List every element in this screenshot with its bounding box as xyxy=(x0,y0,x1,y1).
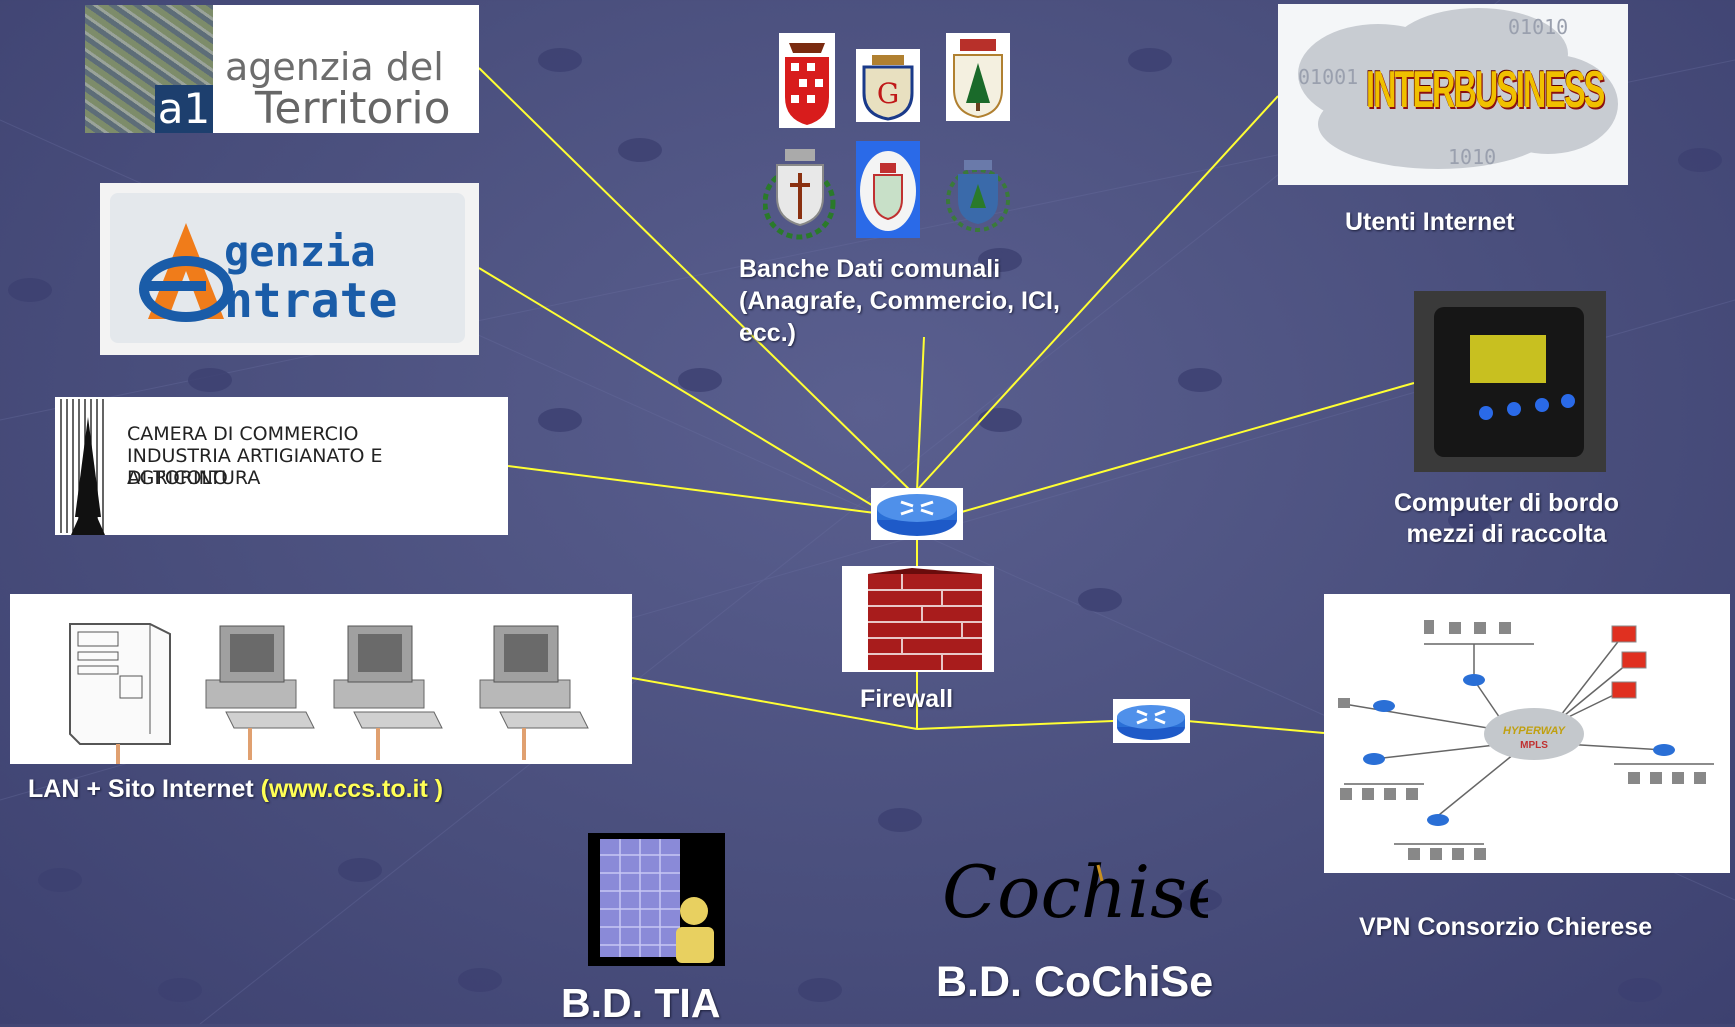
coat-of-arms-icon xyxy=(779,33,835,128)
link-entrate xyxy=(478,267,881,511)
banche-dati-label: Banche Dati comunali (Anagrafe, Commerci… xyxy=(739,253,1060,349)
link-bordo xyxy=(957,382,1415,514)
vpn-label: VPN Consorzio Chierese xyxy=(1359,913,1653,941)
desktop-pc-icon xyxy=(479,625,589,760)
entrate-line1: genzia xyxy=(224,227,376,276)
territorio-line1: agenzia del xyxy=(225,45,444,89)
computer-bordo-label: Computer di bordo mezzi di raccolta xyxy=(1394,488,1619,550)
firewall-label: Firewall xyxy=(860,685,954,713)
desktop-pc-icon xyxy=(205,625,315,760)
territorio-line2: Territorio xyxy=(255,83,451,133)
entrate-line2: ntrate xyxy=(224,273,398,329)
link-territorio xyxy=(478,67,918,498)
camera-line3: DI TORINO xyxy=(127,467,228,489)
lan-url[interactable]: (www.ccs.to.it ) xyxy=(260,775,444,803)
link-banche xyxy=(916,336,925,491)
coat-of-arms-icon xyxy=(856,141,920,238)
bd-cochise-label: B.D. CoChiSe xyxy=(936,958,1214,1006)
hyperway-line1: HYPERWAY xyxy=(1503,725,1567,737)
router-icon xyxy=(871,488,963,540)
link-interbusiness xyxy=(916,95,1279,491)
territorio-badge: a1 xyxy=(155,85,213,133)
lan-label: LAN + Sito Internet (www.ccs.to.it ) xyxy=(28,775,444,803)
router-icon xyxy=(1113,699,1190,743)
cloud-icon: 01001 1010 01010 xyxy=(1298,8,1618,169)
coat-of-arms-icon xyxy=(946,160,1010,232)
agenzia-territorio-logo: a1 agenzia del Territorio xyxy=(85,5,479,133)
onboard-computer-icon xyxy=(1414,291,1606,472)
banche-dati-line3: ecc.) xyxy=(739,319,796,347)
firewall-icon xyxy=(842,566,994,672)
banche-dati-line1: Banche Dati comunali xyxy=(739,255,1001,283)
svg-text:01001: 01001 xyxy=(1298,65,1358,89)
interbusiness-logo: 01001 1010 01010 INTERBUSINESS xyxy=(1278,4,1628,185)
cochise-logo: Cochise xyxy=(942,855,1208,934)
agenzia-entrate-logo: genzia ntrate xyxy=(100,183,479,355)
vpn-network-map: HYPERWAY MPLS xyxy=(1324,594,1730,873)
hyperway-line2: MPLS xyxy=(1520,740,1548,751)
utenti-internet-label: Utenti Internet xyxy=(1345,208,1515,236)
interbusiness-text: INTERBUSINESS xyxy=(1366,61,1605,119)
svg-text:G: G xyxy=(877,77,899,110)
link-bus-router2 xyxy=(916,720,1114,730)
link-lan xyxy=(631,677,918,730)
desktop-pc-icon xyxy=(333,625,443,760)
computer-bordo-line1: Computer di bordo xyxy=(1394,489,1619,517)
coat-of-arms-icon xyxy=(763,149,836,240)
camera-commercio-logo: CAMERA DI COMMERCIO INDUSTRIA ARTIGIANAT… xyxy=(55,397,508,535)
onboard-computer-image xyxy=(1414,291,1606,472)
database-user-icon xyxy=(588,833,725,966)
svg-text:1010: 1010 xyxy=(1448,145,1496,169)
link-camera xyxy=(507,465,876,514)
svg-text:01010: 01010 xyxy=(1508,15,1568,39)
camera-line1: CAMERA DI COMMERCIO xyxy=(127,423,359,445)
coat-of-arms-icon: G xyxy=(856,49,920,122)
link-router2-vpn xyxy=(1186,720,1325,734)
banche-dati-line2: (Anagrafe, Commercio, ICI, xyxy=(739,287,1060,315)
cochise-script: Cochise xyxy=(942,855,1208,934)
network-map-icon: HYPERWAY MPLS xyxy=(1338,620,1714,860)
camera-line2: INDUSTRIA ARTIGIANATO E AGRICOLTURA xyxy=(127,445,383,489)
computer-bordo-line2: mezzi di raccolta xyxy=(1406,520,1607,548)
server-icon xyxy=(69,623,171,764)
mole-antonelliana-icon xyxy=(55,397,115,535)
lan-image xyxy=(10,594,632,764)
bd-tia-label: B.D. TIA xyxy=(561,980,721,1026)
entrate-ae-icon xyxy=(139,223,233,322)
coat-of-arms-icon xyxy=(946,33,1010,121)
